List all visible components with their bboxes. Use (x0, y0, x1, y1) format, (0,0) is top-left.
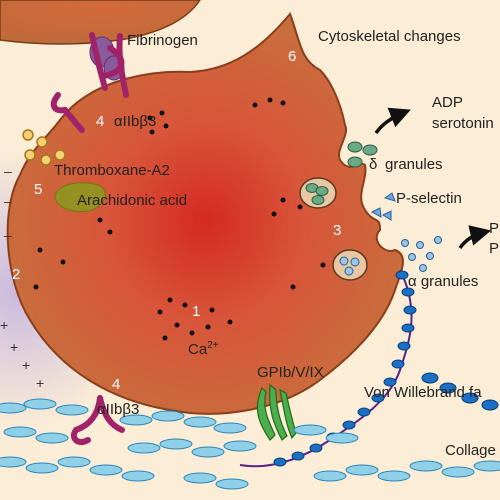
label-integrin-bottom: αIIbβ3 (97, 401, 140, 418)
gpib-v-ix-receptor (256, 383, 297, 441)
label-thromboxane-a2: Thromboxane-A2 (54, 162, 170, 179)
label-collagen: Collage (445, 442, 496, 459)
label-calcium: Ca2+ (188, 340, 219, 358)
label-adp: ADP (432, 94, 463, 111)
membrane-plus-sign: + (22, 357, 31, 373)
von-willebrand-factor-chain (239, 269, 499, 468)
label-p-selectin: P-selectin (396, 190, 462, 207)
arachidonic-acid-blob (54, 182, 106, 212)
step-3-number: 3 (333, 222, 342, 239)
collagen-fibrils (0, 398, 500, 490)
label-pf-2: P (489, 240, 500, 257)
integrin-aiib-top (50, 32, 129, 133)
adp-release-arrow (374, 107, 411, 135)
label-gpib-v-ix: GPIb/V/IX (257, 364, 324, 381)
label-serotonin: serotonin (432, 115, 494, 132)
delta-granule (299, 177, 337, 209)
label-pf-1: P (489, 220, 500, 237)
alpha-granule (332, 249, 368, 281)
membrane-minus-sign: – (4, 227, 12, 243)
alpha-release-arrow (458, 225, 492, 250)
step-4-number-bottom: 4 (112, 376, 121, 393)
step-4-number-top: 4 (96, 113, 105, 130)
label-delta-symbol: δ (369, 156, 378, 173)
label-integrin-top: αIIbβ3 (114, 113, 157, 130)
step-5-number: 5 (34, 181, 43, 198)
step-1-number: 1 (192, 303, 201, 320)
activated-platelet (6, 12, 404, 415)
label-cytoskeletal-changes: Cytoskeletal changes (318, 28, 461, 45)
integrin-aiib-bottom (70, 395, 125, 446)
label-von-willebrand: Von Willebrand fa (364, 384, 482, 401)
thromboxane-molecules (22, 129, 66, 166)
membrane-plus-sign: + (36, 375, 45, 391)
label-fibrinogen: Fibrinogen (127, 32, 198, 49)
label-delta-granules: granules (385, 156, 443, 173)
step-2-number: 2 (12, 266, 21, 283)
membrane-minus-sign: – (4, 163, 12, 179)
membrane-minus-sign: – (4, 193, 12, 209)
delta-granule-release (347, 141, 378, 168)
membrane-plus-sign: + (10, 339, 19, 355)
membrane-plus-sign: + (0, 317, 9, 333)
label-alpha-granules: α granules (408, 273, 479, 290)
alpha-granule-release (401, 236, 442, 272)
dense-dots (33, 97, 326, 341)
label-arachidonic-acid: Arachidonic acid (77, 192, 188, 209)
step-6-number: 6 (288, 48, 297, 65)
p-selectin-molecules (370, 192, 396, 221)
